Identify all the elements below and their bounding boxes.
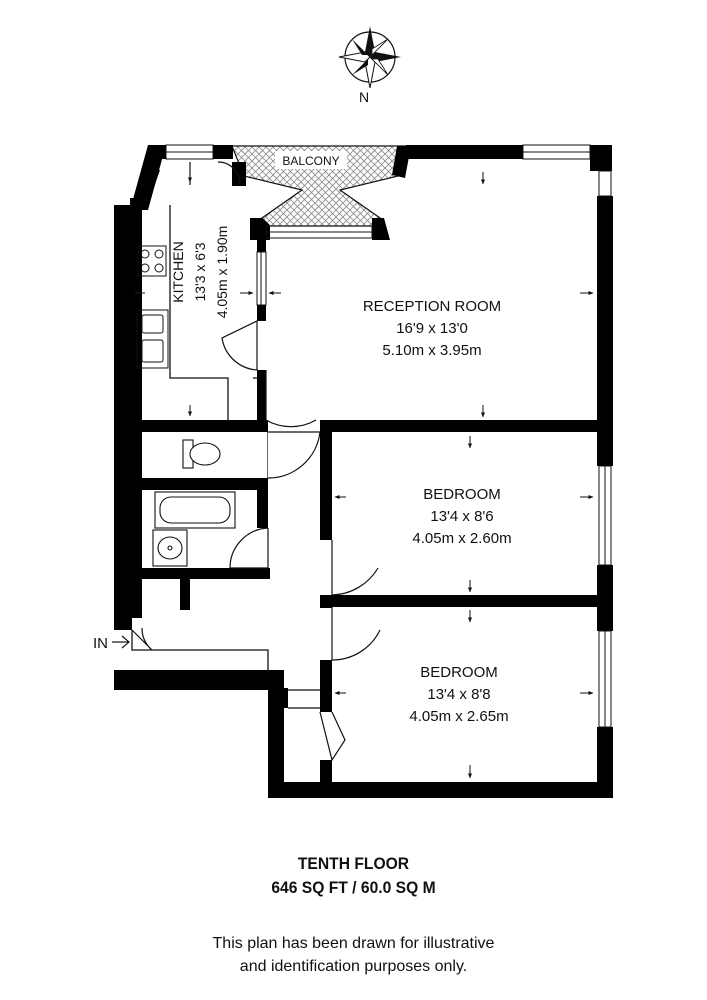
walls — [114, 145, 613, 798]
disclaimer: This plan has been drawn for illustrativ… — [0, 932, 707, 978]
disclaimer-line-2: and identification purposes only. — [239, 958, 468, 975]
compass-rose-icon — [338, 26, 401, 89]
bedroom2-name: BEDROOM — [420, 664, 498, 681]
windows — [165, 144, 612, 728]
entrance-arrow-icon — [112, 635, 130, 649]
interior-lines — [131, 205, 320, 709]
toilet-icon — [182, 439, 221, 469]
disclaimer-line-1: This plan has been drawn for illustrativ… — [212, 935, 495, 952]
kitchen-metric: 4.05m x 1.90m — [214, 226, 230, 319]
kitchen-name: KITCHEN — [170, 241, 186, 302]
kitchen-sink-icon — [136, 309, 169, 369]
entrance-label: IN — [93, 635, 108, 652]
bathtub-icon — [154, 491, 236, 529]
reception-name: RECEPTION ROOM — [363, 298, 501, 315]
doors — [131, 161, 381, 762]
reception-imperial: 16'9 x 13'0 — [396, 320, 468, 337]
balcony-label-box — [275, 151, 347, 169]
bedroom1-name: BEDROOM — [423, 486, 501, 503]
balcony-label: BALCONY — [282, 154, 339, 168]
hob-icon — [137, 245, 167, 277]
kitchen-imperial: 13'3 x 6'3 — [192, 242, 208, 301]
bedroom2-metric: 4.05m x 2.65m — [409, 708, 508, 725]
basin-icon — [152, 529, 188, 567]
dimension-arrows — [133, 170, 594, 779]
bedroom2-imperial: 13'4 x 8'8 — [427, 686, 490, 703]
reception-metric: 5.10m x 3.95m — [382, 342, 481, 359]
floor-title: TENTH FLOOR — [297, 854, 410, 873]
compass-north-label: N — [359, 89, 369, 105]
floor-area: 646 SQ FT / 60.0 SQ M — [271, 878, 436, 897]
bedroom1-imperial: 13'4 x 8'6 — [430, 508, 493, 525]
bedroom1-metric: 4.05m x 2.60m — [412, 530, 511, 547]
